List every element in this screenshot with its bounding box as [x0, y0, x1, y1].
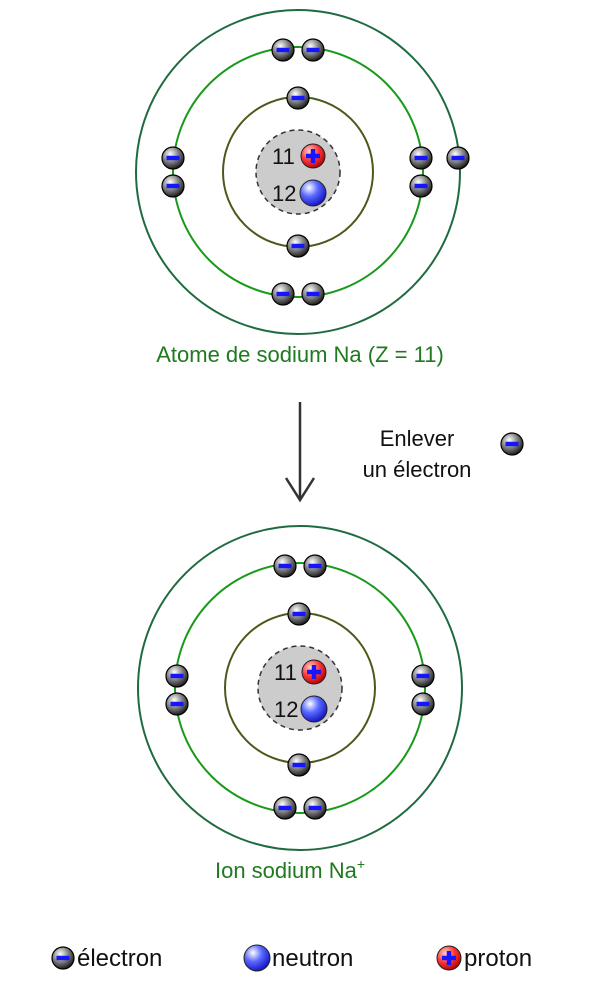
nucleus: [255, 129, 341, 215]
legend-proton-label: proton: [464, 945, 532, 972]
outer-shell: [135, 9, 461, 335]
electron-icon: [271, 38, 295, 62]
electron-icon: [303, 554, 327, 578]
ion-nucleus-proton-icon: [301, 659, 327, 685]
ion-proton-count: 11: [274, 660, 297, 685]
electron-icon: [411, 664, 435, 688]
ion-middle-shell: [174, 562, 426, 814]
sodium-atom: 11 12 Atome de sodium Na (Z = 11): [135, 9, 470, 367]
electron-icon: [287, 753, 311, 777]
electron-icon: [161, 146, 185, 170]
electron-icon: [411, 692, 435, 716]
remove-electron-text-line2: un électron: [363, 457, 472, 482]
electron-icon: [271, 282, 295, 306]
nucleus-neutron-icon: [299, 179, 327, 207]
electron-icon: [273, 554, 297, 578]
electron-icon: [286, 234, 310, 258]
legend-neutron-icon: [243, 944, 271, 972]
legend-proton-icon: [436, 945, 462, 971]
electron-icon: [161, 174, 185, 198]
nucleus-proton-icon: [300, 143, 326, 169]
removed-electron-icon: [500, 432, 524, 456]
sodium-ion: 11 12 Ion sodium Na+: [137, 525, 463, 883]
neutron-count: 12: [272, 181, 296, 206]
electron-icon: [409, 174, 433, 198]
ion-neutron-count: 12: [274, 697, 298, 722]
transition-arrow: [284, 402, 316, 503]
legend-electron-icon: [51, 946, 75, 970]
ion-charge: +: [357, 856, 365, 872]
electron-icon: [287, 602, 311, 626]
atom-caption: Atome de sodium Na (Z = 11): [156, 342, 444, 367]
electron-icon: [409, 146, 433, 170]
electron-icon: [273, 796, 297, 820]
ion-nucleus: [257, 645, 343, 731]
electron-icon: [301, 38, 325, 62]
electron-icon: [165, 664, 189, 688]
proton-count: 11: [272, 144, 295, 169]
legend-electron-label: électron: [77, 945, 162, 972]
middle-shell: [172, 46, 424, 298]
ion-caption: Ion sodium Na+: [215, 856, 365, 883]
electron-icon: [301, 282, 325, 306]
legend-neutron-label: neutron: [272, 945, 353, 972]
remove-electron-text-line1: Enlever: [380, 426, 455, 451]
electron-icon: [165, 692, 189, 716]
ion-nucleus-neutron-icon: [300, 695, 328, 723]
valence-electron-icon: [446, 146, 470, 170]
electron-icon: [286, 86, 310, 110]
ion-outer-shell: [137, 525, 463, 851]
ion-caption-base: Ion sodium Na: [215, 858, 358, 883]
electron-icon: [303, 796, 327, 820]
